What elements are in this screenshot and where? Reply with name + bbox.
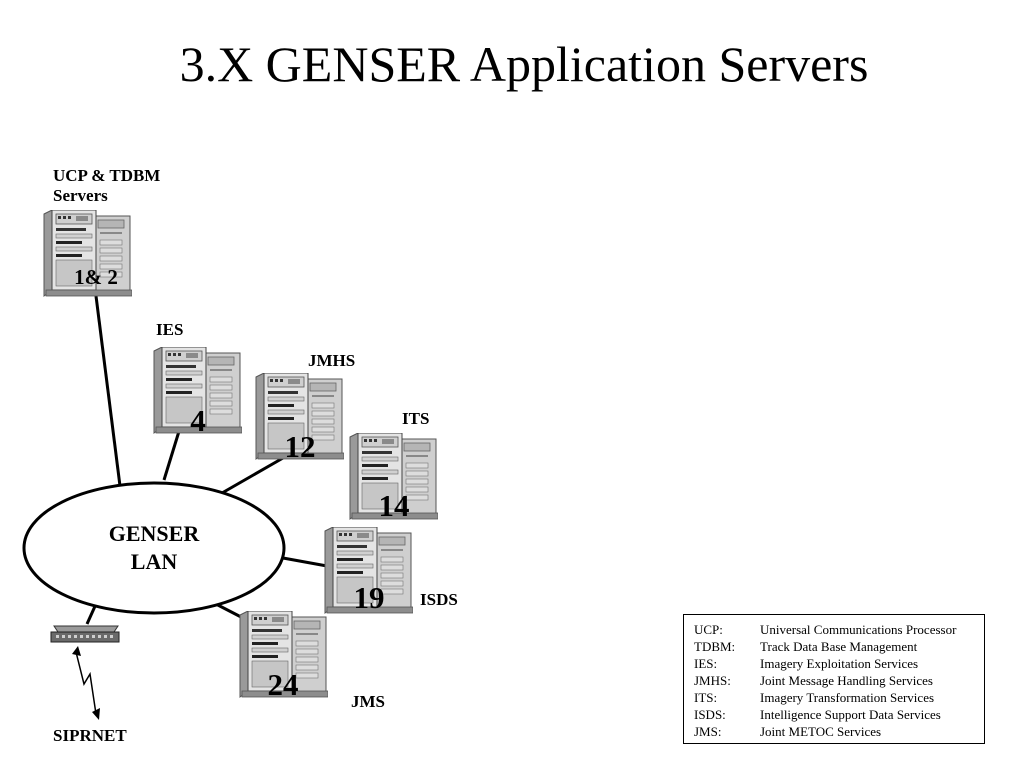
legend-row: UCP:Universal Communications Processor — [694, 622, 957, 637]
arrow-down-icon — [92, 708, 100, 720]
router-icon — [50, 625, 120, 643]
legend-row: ISDS:Intelligence Support Data Services — [694, 707, 941, 722]
label-ucp-tdbm: UCP & TDBM Servers — [53, 166, 161, 205]
label-siprnet: SIPRNET — [53, 726, 127, 745]
lan-ellipse — [22, 481, 286, 615]
link-jmhs — [221, 456, 284, 495]
label-jms: JMS — [351, 692, 385, 711]
slide-title: 3.X GENSER Application Servers — [179, 36, 869, 92]
label-its: ITS — [402, 409, 430, 428]
legend-row: ITS:Imagery Transformation Services — [694, 690, 935, 705]
legend-row: IES:Imagery Exploitation Services — [694, 656, 919, 671]
link-isds — [282, 556, 328, 568]
legend-box: UCP:Universal Communications Processor T… — [683, 614, 985, 744]
label-isds: ISDS — [420, 590, 458, 609]
legend-row: JMHS:Joint Message Handling Services — [694, 673, 933, 688]
legend-row: TDBM:Track Data Base Management — [694, 639, 918, 654]
link-ies — [162, 427, 182, 481]
server-number-jmhs: 12 — [285, 429, 316, 464]
server-number-ucp-tdbm: 1& 2 — [74, 265, 118, 289]
server-number-ies: 4 — [190, 403, 206, 438]
link-ucp-tdbm — [94, 295, 122, 487]
wireless-link-icon — [75, 651, 97, 715]
legend-row: JMS:Joint METOC Services — [694, 724, 882, 739]
lan-label: GENSER LAN — [108, 521, 200, 574]
server-number-its: 14 — [379, 488, 410, 523]
server-number-isds: 19 — [354, 580, 385, 615]
server-number-jms: 24 — [268, 667, 299, 702]
label-jmhs: JMHS — [308, 351, 356, 370]
label-ies: IES — [156, 320, 184, 339]
arrow-up-icon — [72, 646, 81, 656]
